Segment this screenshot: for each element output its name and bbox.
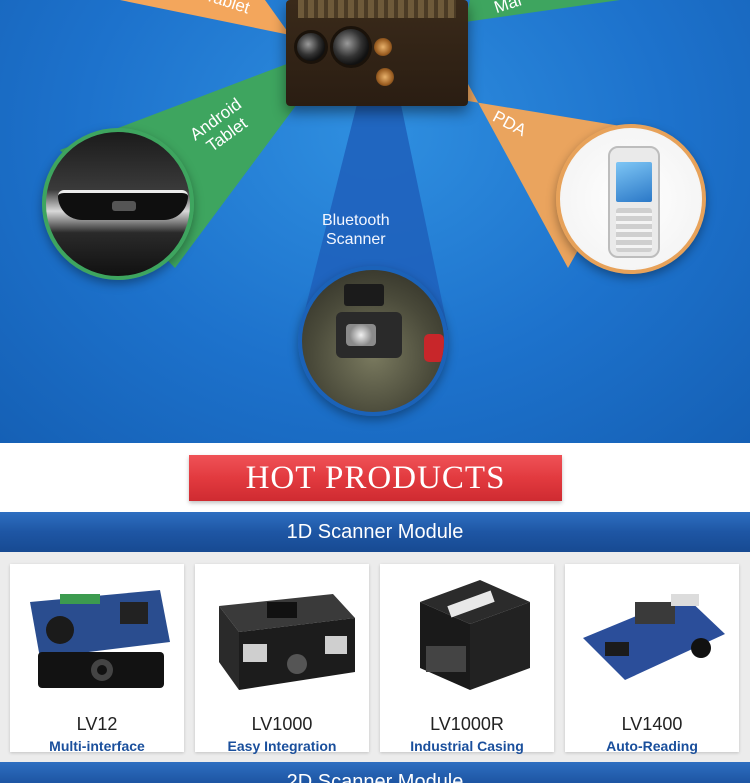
trigger-button-icon [424,334,444,362]
module-lens-icon [294,30,328,64]
scan-window-icon [346,324,376,346]
board-module-icon [583,594,725,680]
pda-beam [455,60,645,268]
bluetooth-scanner-photo [298,266,448,416]
product-feature: Industrial Casing [410,738,524,754]
bluetooth-scanner-label: Bluetooth Scanner [322,212,390,248]
product-card-lv1000r[interactable]: LV1000R Industrial Casing [380,564,554,754]
scanner-module-photo [286,0,468,106]
module-led-icon [374,38,392,56]
manager-beam [465,0,620,22]
product-feature: Multi-interface [49,738,145,754]
pcb-module-icon [30,590,170,688]
hot-products-banner: HOT PRODUCTS [189,455,562,501]
product-model: LV1000R [430,714,504,734]
pda-screen [616,162,652,202]
product-feature: Easy Integration [227,738,337,754]
scanner-head [336,312,402,358]
product-feature: Auto-Reading [606,738,698,754]
hero-beams [60,0,645,330]
android-tablet-photo [42,128,194,280]
pda-keypad [616,208,652,252]
camera-icon [112,201,136,211]
pda-device [608,146,660,258]
product-card-lv1000[interactable]: LV1000 Easy Integration [195,564,369,754]
module-led-icon [376,68,394,86]
section-1d-header: 1D Scanner Module [0,512,750,552]
tablet-bezel [58,190,188,220]
product-model: LV1000 [251,714,313,734]
pda-photo [556,124,706,274]
product-model: LV1400 [621,714,683,734]
module-lens-icon [330,26,372,68]
product-card-lv1400[interactable]: LV1400 Auto-Reading [565,564,739,754]
scan-engine-icon [219,594,355,690]
product-model: LV12 [76,714,118,734]
scanner-head-top [344,284,384,306]
product-card-lv12[interactable]: LV12 Multi-interface [10,564,184,754]
section-2d-header: 2D Scanner Module [0,762,750,783]
product-grid: LV12 Multi-interface LV1000 Easy Integra… [0,552,750,762]
tablet-beam [120,0,290,35]
cased-module-icon [420,580,530,690]
hero-banner: Tablet Mar Android Tablet PDA Bluetooth … [0,0,750,443]
bluetooth-beam [300,100,448,330]
module-pcb [298,0,456,18]
